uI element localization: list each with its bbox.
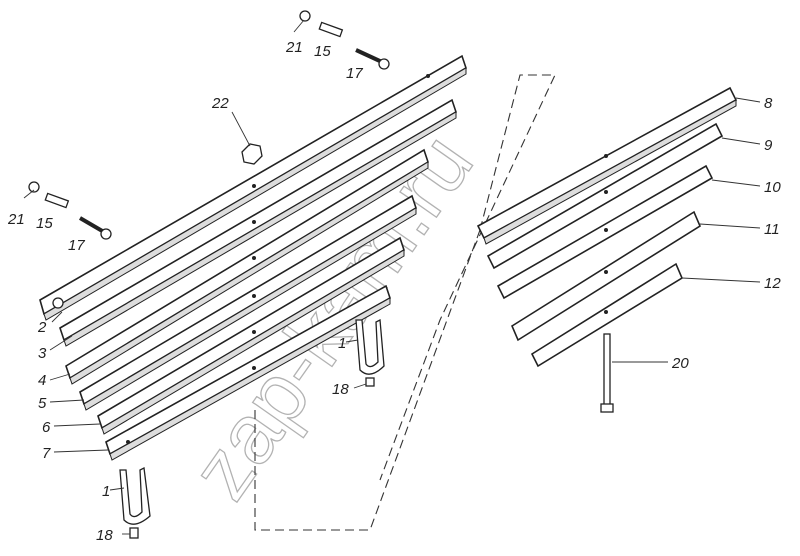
label-2: 2 — [37, 319, 47, 336]
pin-15-left — [44, 192, 70, 209]
label-18-lower: 18 — [96, 527, 113, 544]
label-3: 3 — [38, 345, 47, 362]
label-21-top: 21 — [285, 39, 303, 56]
label-21-left: 21 — [7, 211, 25, 228]
leaf-11 — [510, 210, 702, 342]
label-7: 7 — [42, 445, 51, 462]
label-5: 5 — [38, 395, 47, 412]
label-4: 4 — [38, 372, 46, 389]
u-bolt-1-lower — [119, 467, 151, 525]
u-bolt-1-upper — [355, 318, 385, 375]
center-holes — [252, 184, 256, 370]
nut-22 — [241, 143, 263, 165]
label-1-lower: 1 — [102, 483, 110, 500]
label-10: 10 — [764, 179, 781, 196]
bolt-18-upper — [365, 377, 375, 387]
leaf-8 — [476, 86, 738, 245]
washer-21-top — [299, 10, 311, 22]
leaf-9 — [486, 122, 724, 270]
label-15-top: 15 — [314, 43, 331, 60]
dashed-assembly-outline — [254, 74, 556, 531]
label-12: 12 — [764, 275, 781, 292]
label-9: 9 — [764, 137, 773, 154]
leaf-3 — [59, 98, 457, 347]
bolt-18-lower — [129, 527, 139, 539]
center-bolt-20 — [600, 333, 614, 413]
label-6: 6 — [42, 419, 51, 436]
leaf-7 — [105, 284, 391, 461]
bolt-17-top — [355, 48, 390, 70]
label-17-left: 17 — [68, 237, 85, 254]
label-8: 8 — [764, 95, 773, 112]
label-22: 22 — [211, 95, 229, 112]
bolt-17-left — [78, 216, 112, 240]
leaf-10 — [496, 164, 714, 300]
leaf-6 — [97, 236, 405, 435]
label-20: 20 — [671, 355, 689, 372]
label-15-left: 15 — [36, 215, 53, 232]
label-1-upper: 1 — [338, 335, 346, 352]
label-17-top: 17 — [346, 65, 363, 82]
label-18-upper: 18 — [332, 381, 349, 398]
pin-15-top — [318, 21, 344, 38]
washer-21-left — [28, 181, 40, 193]
label-11: 11 — [764, 221, 780, 238]
